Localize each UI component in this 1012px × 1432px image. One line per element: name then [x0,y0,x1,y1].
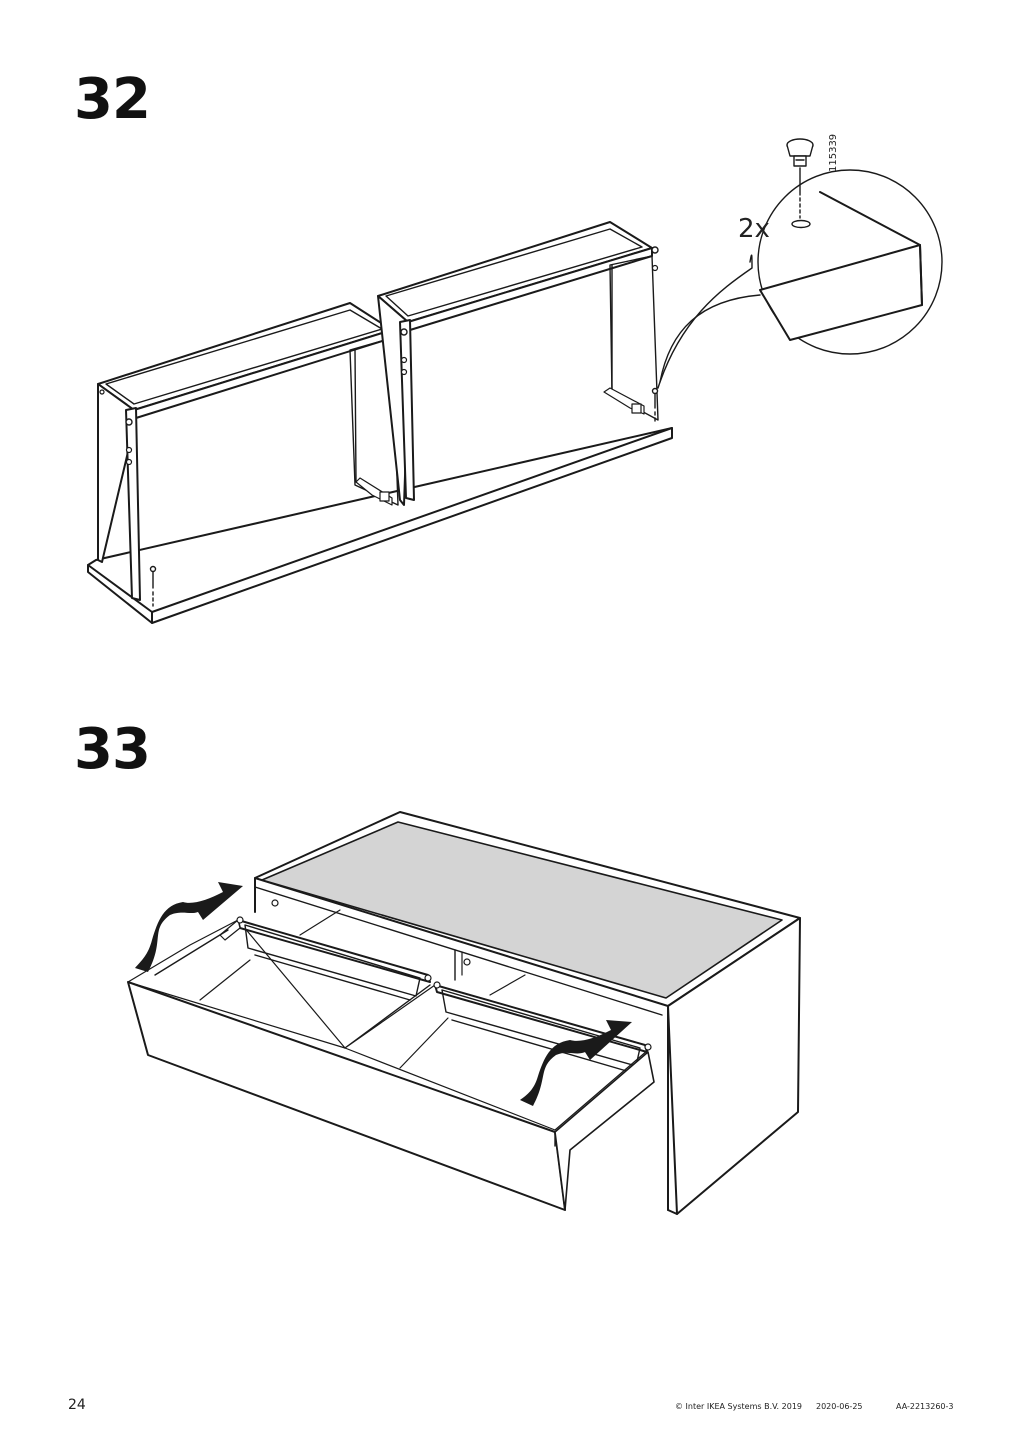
base-board [87,427,673,624]
document-date: 2020-06-25 [816,1402,863,1411]
screw-right [651,387,659,425]
push-arrow-right [520,1020,632,1106]
right-frame [377,221,659,506]
document-code: AA-2213260-3 [896,1402,954,1411]
drawer-front[interactable] [127,981,655,1211]
part-number-label: 115339 [828,134,839,172]
detail-callout [657,169,943,389]
step-33-number: 33 [74,717,151,782]
dowel-icon [786,138,814,229]
push-arrow-left [135,882,243,972]
page-number: 24 [68,1397,86,1413]
drawer-right[interactable] [344,981,652,1131]
quantity-label: 2x [738,214,770,244]
step-32-number: 32 [74,67,151,132]
cabinet-body [254,811,801,1215]
copyright-notice: © Inter IKEA Systems B.V. 2019 [675,1402,802,1411]
screw-left [149,565,157,607]
